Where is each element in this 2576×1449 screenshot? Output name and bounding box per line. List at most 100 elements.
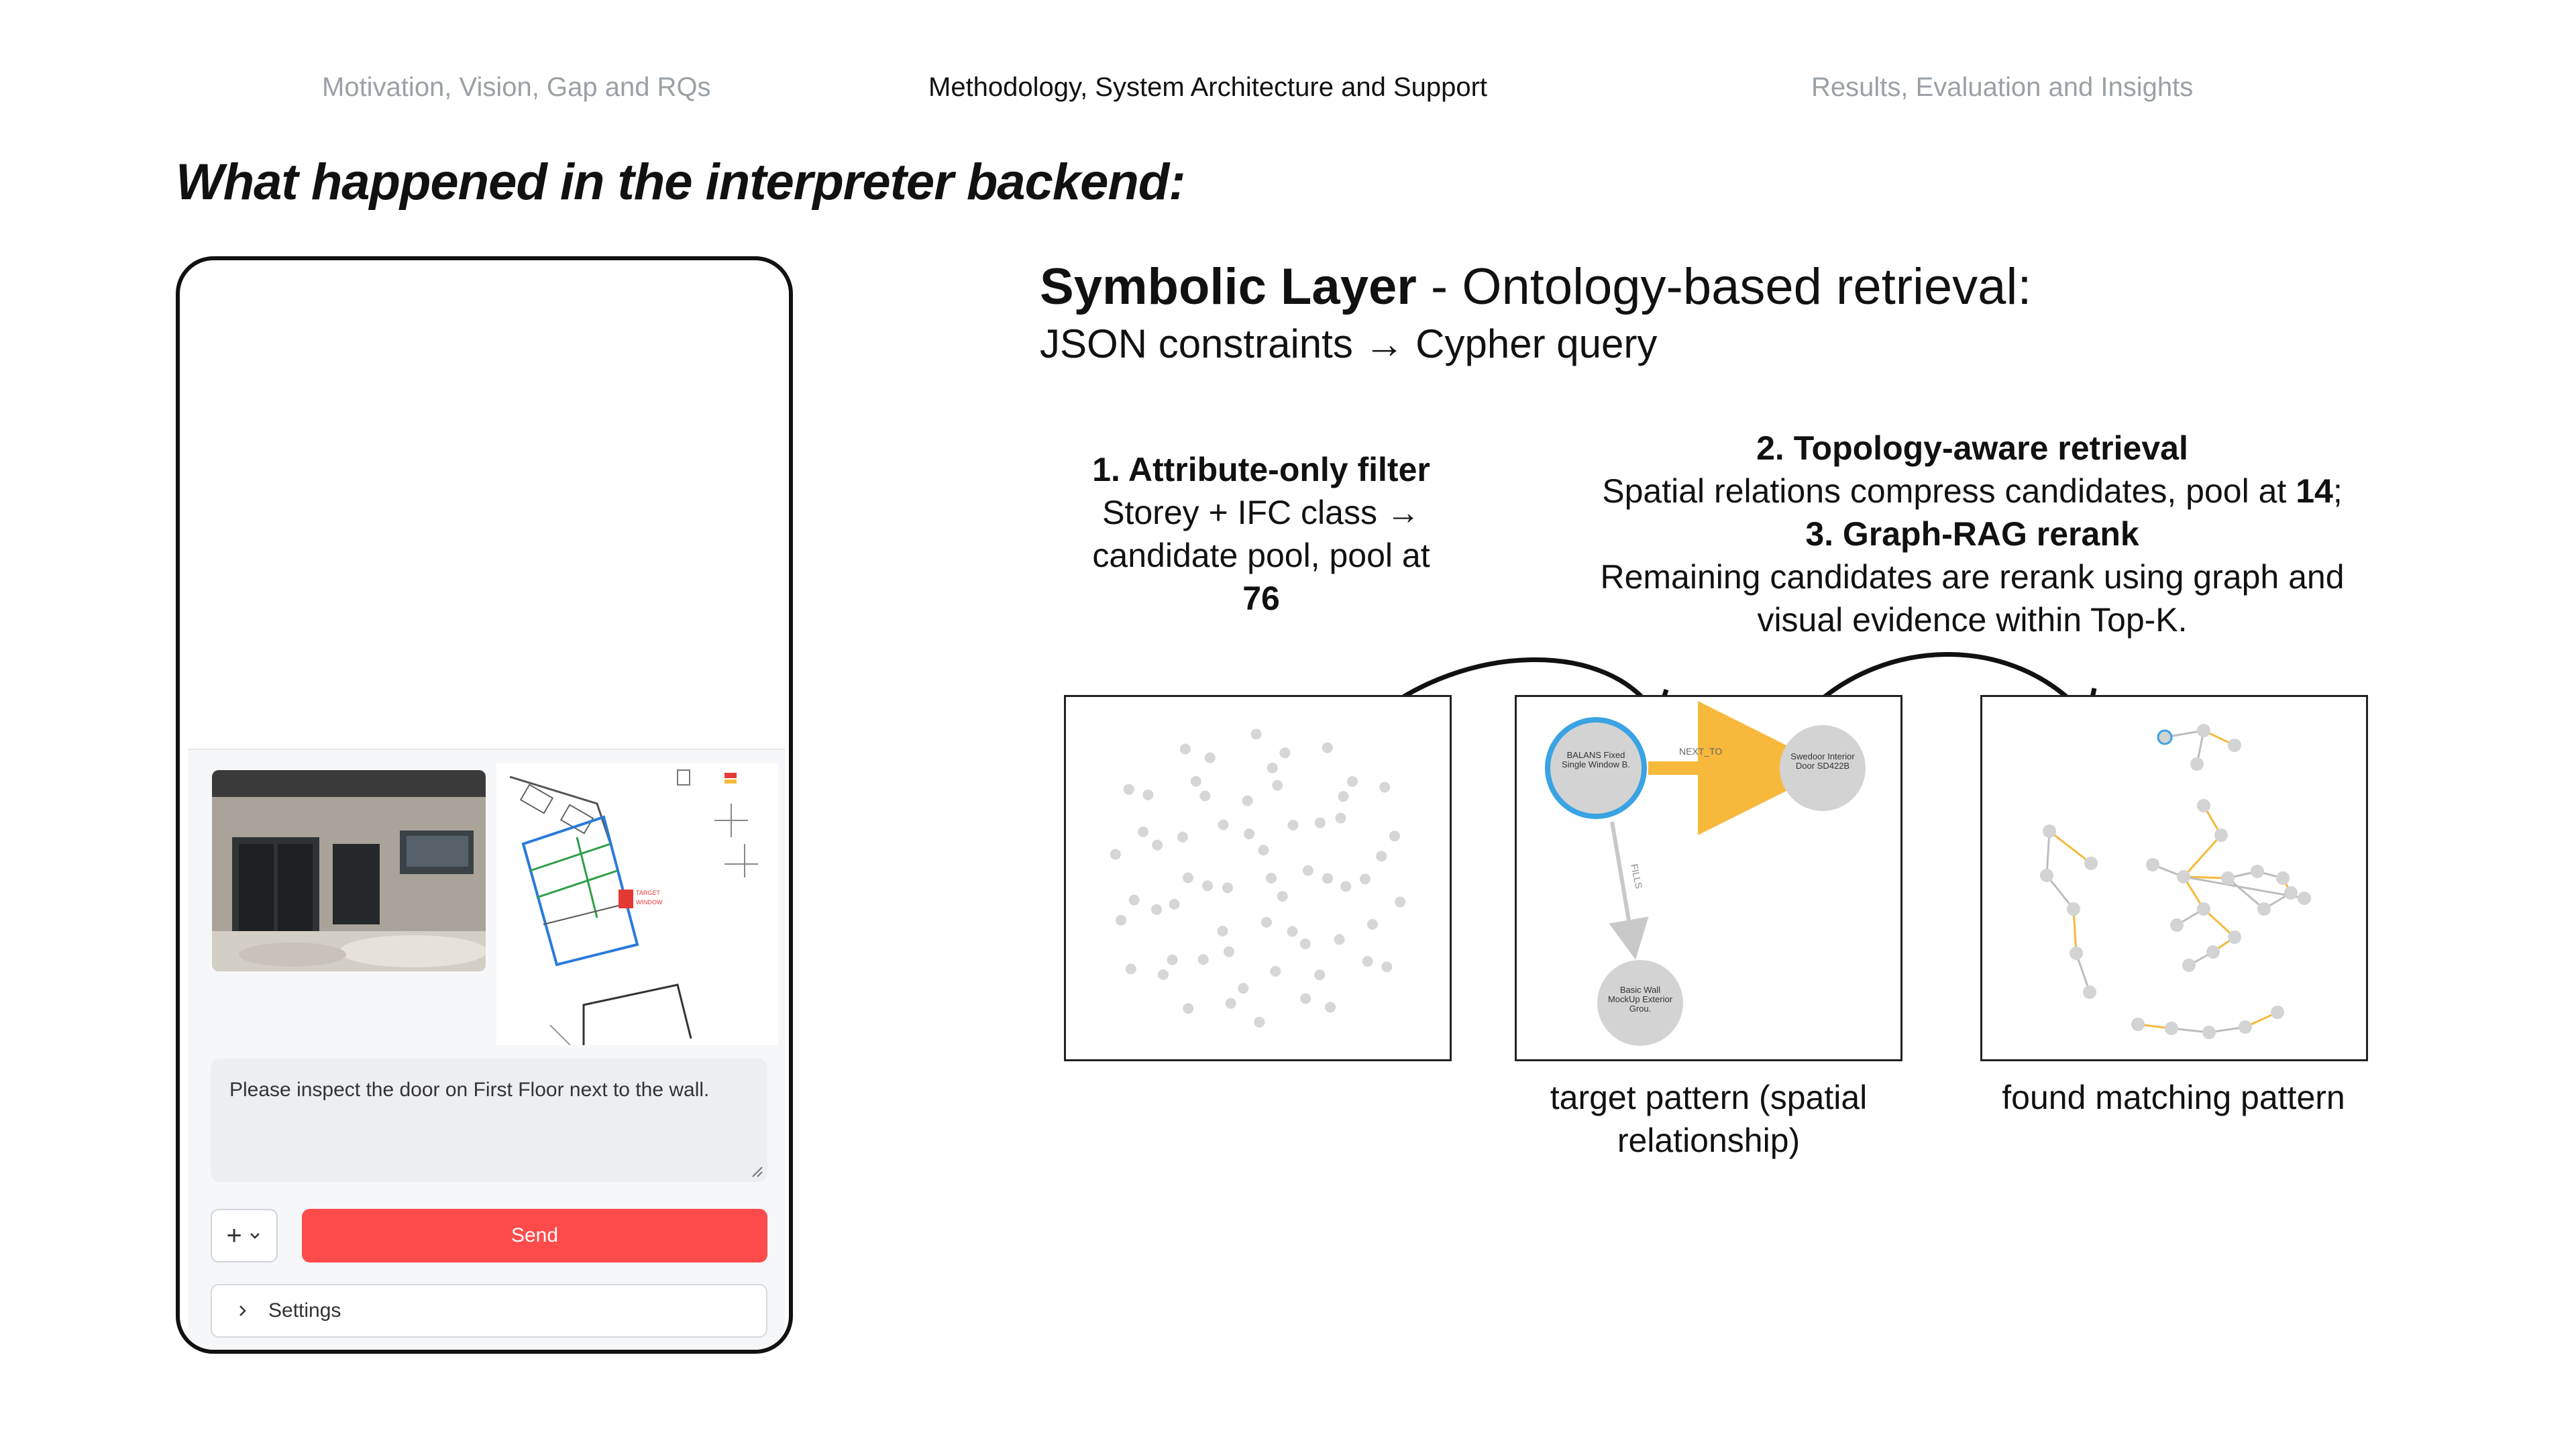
candidate-dot: [1272, 780, 1283, 791]
graph-edge: [2183, 875, 2305, 900]
nav-tab-motivation[interactable]: Motivation, Vision, Gap and RQs: [322, 72, 711, 102]
step-2-title: 2. Topology-aware retrieval: [1756, 429, 2188, 467]
step-1-line1: Storey + IFC class →: [1102, 494, 1420, 531]
candidate-dot: [1142, 789, 1154, 800]
graph-edge: [2227, 877, 2265, 910]
candidate-dot: [1277, 891, 1288, 902]
candidate-dot: [1199, 790, 1211, 802]
candidate-dot: [1266, 873, 1277, 883]
graph-node: [2221, 871, 2235, 885]
candidate-dot: [1267, 762, 1278, 773]
candidate-pool-box: [1064, 695, 1452, 1061]
graph-node: [2040, 869, 2053, 882]
building-photo: [212, 770, 486, 971]
candidate-dot: [1287, 926, 1298, 937]
symbolic-layer-title: Symbolic Layer - Ontology-based retrieva…: [1040, 258, 2031, 316]
candidate-dot: [1116, 914, 1127, 926]
graph-node: [2197, 902, 2210, 916]
graph-edge: [2202, 908, 2236, 938]
settings-label: Settings: [268, 1299, 341, 1322]
candidate-dot: [1260, 916, 1272, 928]
graph-node: [2067, 902, 2080, 916]
node-wall-label: Basic Wall MockUp Exterior Grou.: [1607, 985, 1673, 1014]
node-window: [1545, 717, 1647, 819]
candidate-dot: [1183, 872, 1193, 883]
symbolic-title-rest: - Ontology-based retrieval:: [1416, 258, 2032, 315]
graph-node: [2202, 1026, 2216, 1039]
graph-node: [2197, 799, 2210, 812]
send-button[interactable]: Send: [302, 1209, 767, 1263]
graph-node: [2239, 1020, 2252, 1034]
candidate-dot: [1335, 812, 1346, 824]
graph-edge: [2182, 834, 2222, 878]
graph-node: [2182, 959, 2196, 972]
graph-node: [2131, 1018, 2145, 1031]
graph-node: [2070, 947, 2083, 960]
candidate-dot: [1325, 1002, 1336, 1013]
step-3-line1: Remaining candidates are rerank using gr…: [1600, 558, 2345, 596]
candidate-dot: [1379, 782, 1391, 793]
node-door: [1780, 725, 1866, 811]
candidate-dot: [1376, 851, 1387, 862]
phone-mockup: TARGET WINDOW Please inspect the door on…: [176, 256, 793, 1354]
candidate-dot: [1138, 826, 1149, 837]
candidate-dot: [1123, 784, 1134, 795]
target-pattern-graph: NEXT_TO FILLS BALANS Fixed Single Window…: [1545, 701, 1866, 1046]
graph-node: [2177, 870, 2190, 883]
candidate-dot: [1177, 831, 1188, 843]
candidate-dot: [1169, 898, 1180, 910]
nav-tab-results[interactable]: Results, Evaluation and Insights: [1811, 72, 2194, 102]
candidate-dot: [1158, 969, 1169, 980]
graph-edge: [2072, 908, 2078, 954]
target-pattern-box: NEXT_TO FILLS BALANS Fixed Single Window…: [1515, 695, 1902, 1061]
resize-handle-icon[interactable]: [750, 1165, 763, 1178]
candidate-dot: [1322, 873, 1333, 884]
candidate-dot: [1250, 729, 1262, 740]
graph-node: [2284, 886, 2298, 900]
graph-node: [2214, 828, 2228, 842]
candidate-dot: [1242, 795, 1253, 806]
candidate-dot: [1222, 882, 1233, 894]
edge-fills: [1609, 821, 1649, 960]
graph-node: [2251, 865, 2264, 878]
graph-node: [2228, 739, 2241, 752]
candidate-dot: [1381, 961, 1393, 973]
edge-next-to-label: NEXT_TO: [1679, 746, 1722, 757]
candidate-dot: [1167, 954, 1178, 965]
graph-node: [2190, 757, 2204, 771]
step-1-line2: candidate pool, pool at: [1092, 537, 1430, 574]
plus-icon: +: [226, 1220, 242, 1250]
graph-node: [2298, 892, 2311, 905]
graph-node: [2170, 918, 2184, 932]
nav-tab-methodology[interactable]: Methodology, System Architecture and Sup…: [928, 72, 1488, 102]
prompt-input[interactable]: Please inspect the door on First Floor n…: [211, 1059, 767, 1182]
step-1-block: 1. Attribute-only filter Storey + IFC cl…: [1046, 448, 1476, 620]
candidate-dot: [1314, 817, 1326, 828]
candidate-dot: [1366, 919, 1378, 930]
step-3-line2: visual evidence within Top-K.: [1757, 601, 2188, 639]
graph-node: [2228, 930, 2241, 944]
candidate-dot: [1151, 904, 1163, 915]
candidate-dot: [1360, 873, 1371, 885]
candidate-dot: [1225, 998, 1236, 1009]
plan-tag-window: WINDOW: [636, 899, 663, 906]
candidate-dot: [1217, 926, 1228, 936]
candidate-dot: [1389, 830, 1400, 842]
candidate-dot: [1128, 894, 1140, 906]
step-1-count: 76: [1242, 580, 1280, 617]
chevron-right-icon: [239, 1305, 246, 1316]
arrow-step2-to-step3: [1803, 652, 2088, 718]
floor-plan-image: TARGET WINDOW: [496, 763, 778, 1046]
graph-node: [2276, 871, 2290, 885]
add-attachment-button[interactable]: +: [211, 1209, 278, 1263]
graph-edge: [2049, 830, 2092, 865]
graph-node: [2206, 945, 2220, 959]
candidate-dot: [1287, 820, 1299, 830]
graph-node: [2257, 902, 2271, 916]
candidate-dot: [1238, 983, 1249, 994]
settings-expander[interactable]: Settings: [211, 1284, 767, 1338]
graph-edge: [2183, 875, 2229, 879]
graph-edge: [2075, 953, 2091, 993]
graph-node: [2043, 824, 2056, 838]
candidate-dot: [1362, 956, 1373, 967]
